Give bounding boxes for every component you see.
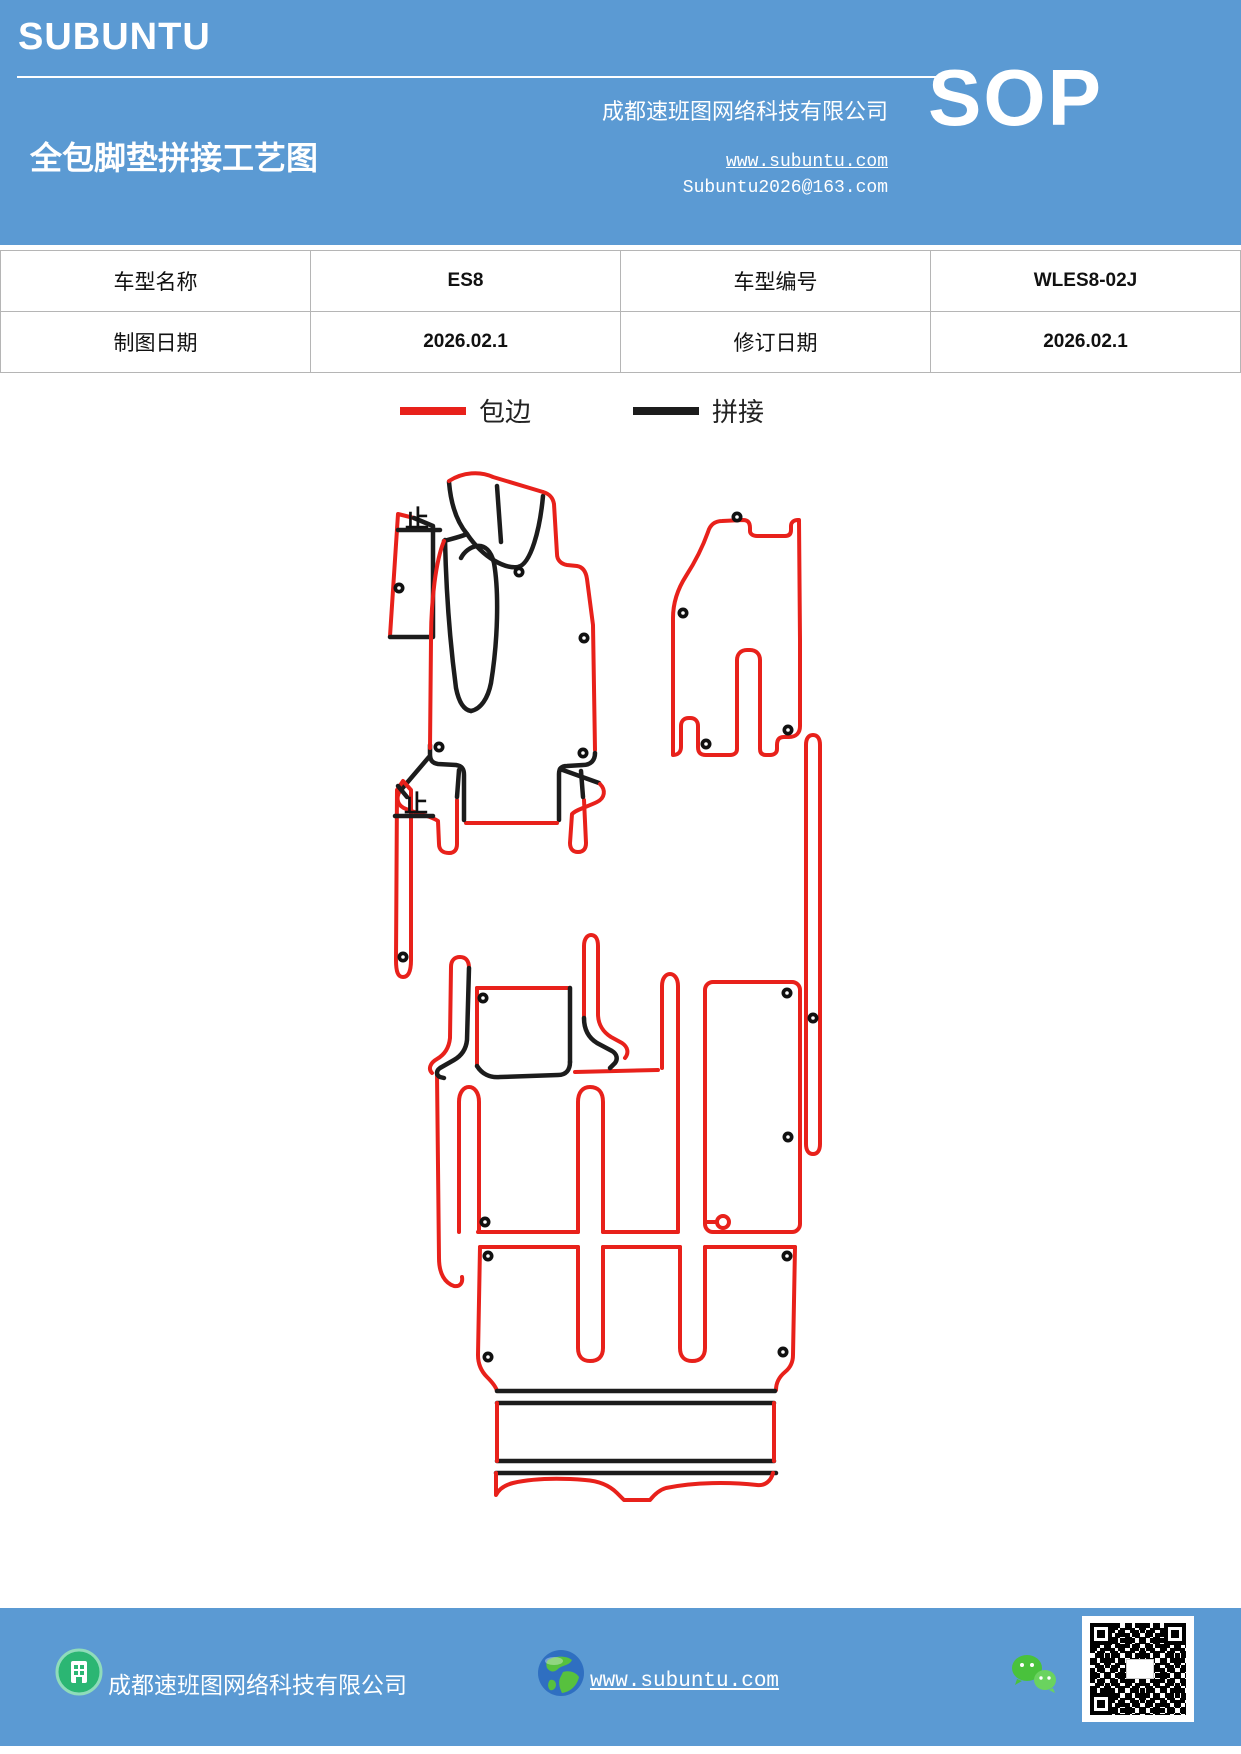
page-title: 全包脚垫拼接工艺图: [30, 140, 319, 176]
table-row: 车型名称 ES8 车型编号 WLES8-02J: [0, 250, 1241, 312]
model-code-value: WLES8-02J: [930, 250, 1241, 312]
trunk-wavy-strip: [493, 1470, 779, 1502]
draw-date-label: 制图日期: [0, 311, 311, 373]
trunk-rect-strip: [494, 1400, 777, 1464]
qr-finder-icon: [1090, 1623, 1112, 1645]
revise-date-value: 2026.02.1: [930, 311, 1241, 373]
header-divider: [17, 76, 940, 78]
qr-center-logo: [1126, 1659, 1154, 1679]
draw-date-value: 2026.02.1: [310, 311, 621, 373]
right-rect-mat: [703, 980, 802, 1234]
stop-mark-2: 止: [404, 791, 428, 818]
qr-code: [1082, 1616, 1194, 1722]
stop-mark-1: 止: [405, 506, 429, 533]
edge-wrap-swatch: [400, 406, 466, 415]
legend-label: 包边: [479, 397, 532, 427]
vehicle-info-table: 车型名称 ES8 车型编号 WLES8-02J 制图日期 2026.02.1 修…: [0, 250, 1241, 373]
revise-date-label: 修订日期: [620, 311, 931, 373]
right-strip-piece: [804, 733, 822, 1156]
brand-logo: SUBUNTU: [18, 16, 211, 58]
building-icon: [55, 1648, 103, 1696]
footer-website-link[interactable]: www.subuntu.com: [590, 1670, 780, 1693]
header-company-name: 成都速班图网络科技有限公司: [601, 99, 888, 124]
header-band: SUBUNTU 全包脚垫拼接工艺图 成都速班图网络科技有限公司 www.subu…: [0, 0, 1241, 245]
qr-finder-icon: [1090, 1693, 1112, 1715]
left-strip-piece: 止: [392, 779, 436, 979]
splice-swatch: [633, 406, 699, 415]
model-name-value: ES8: [310, 250, 621, 312]
legend-edge-wrap: 包边: [400, 392, 531, 429]
header-website-link[interactable]: www.subuntu.com: [725, 152, 888, 172]
footer-company-name: 成都速班图网络科技有限公司: [108, 1672, 407, 1698]
model-code-label: 车型编号: [620, 250, 931, 312]
globe-icon: [538, 1650, 584, 1696]
fixing-dots: [393, 511, 819, 1363]
driver-mat: [395, 471, 606, 855]
header-email: Subuntu2026@163.com: [682, 178, 888, 198]
second-row-center-mat: [474, 933, 680, 1234]
model-name-label: 车型名称: [0, 250, 311, 312]
table-row: 制图日期 2026.02.1 修订日期 2026.02.1: [0, 311, 1241, 373]
third-row-mat: [476, 1245, 797, 1394]
second-row-left-rail: [427, 955, 481, 1289]
legend-splice: 拼接: [633, 392, 764, 429]
legend-label: 拼接: [712, 397, 765, 427]
passenger-mat: [671, 518, 802, 757]
wechat-icon: [1012, 1655, 1056, 1693]
sop-badge: SOP: [928, 53, 1103, 142]
qr-pattern: [1090, 1623, 1186, 1715]
qr-finder-icon: [1164, 1623, 1186, 1645]
